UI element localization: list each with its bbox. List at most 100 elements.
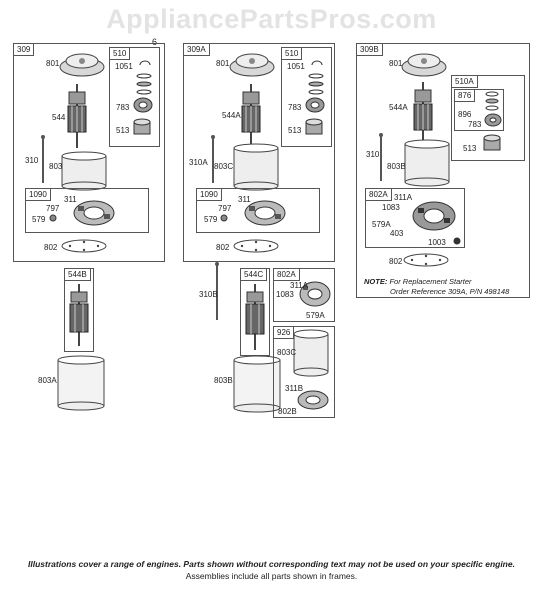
pinion-part — [305, 118, 323, 135]
part-label: 803 — [49, 162, 63, 171]
brush-plate-part — [412, 201, 456, 231]
frame-label: 309A — [184, 44, 210, 56]
gear-part — [484, 113, 502, 127]
pinion-part — [483, 134, 501, 151]
part-label: 579 — [32, 215, 46, 224]
part-label: 311B — [285, 384, 304, 393]
pinion-part — [133, 118, 151, 135]
frame-label: 926 — [274, 327, 295, 339]
housing-part — [61, 151, 107, 191]
part-label: 803C — [214, 162, 234, 171]
part-label: 513 — [288, 126, 302, 135]
part-label: 544 — [52, 113, 66, 122]
part-label: 310 — [25, 156, 39, 165]
part-label: 803B — [387, 162, 406, 171]
part-label: 803A — [38, 376, 57, 385]
frame-510a: 510A — [451, 75, 525, 161]
part-label: 1051 — [287, 62, 305, 71]
bolt-part — [379, 133, 383, 181]
part-label: 1051 — [115, 62, 133, 71]
frame-802a: 802A — [365, 188, 465, 248]
part-label: 801 — [46, 59, 60, 68]
part-label: 579A — [372, 220, 391, 229]
frame-label: 510A — [452, 76, 478, 88]
gasket-part — [233, 239, 279, 253]
end-cap-part — [59, 53, 105, 77]
brush-plate-part — [297, 390, 329, 410]
brush-plate-part — [244, 200, 286, 226]
housing-part — [233, 355, 281, 413]
frame-510: 510 — [109, 47, 160, 147]
frame-876: 876 — [454, 89, 504, 131]
frame-label: 510 — [110, 48, 131, 60]
frame-309b: 309B — [356, 43, 530, 298]
part-label: 896 — [458, 110, 472, 119]
frame-802a: 802A — [273, 268, 335, 322]
frame-309: 309 — [13, 43, 165, 262]
part-label: 797 — [218, 204, 232, 213]
bolt-part — [215, 262, 219, 320]
armature-part — [241, 84, 261, 148]
part-label: 783 — [116, 103, 130, 112]
note-line2: Order Reference 309A, P/N 498148 — [390, 287, 510, 296]
frame-1090: 1090 — [196, 188, 320, 233]
clip-part — [139, 60, 151, 66]
frame-309a: 309A — [183, 43, 335, 262]
frame-label: 802A — [274, 269, 300, 281]
frame-label: 510 — [282, 48, 303, 60]
armature-part — [413, 82, 433, 146]
frame-label: 544C — [241, 269, 268, 281]
gear-part — [305, 97, 325, 113]
part-label: 802 — [44, 243, 58, 252]
part-label: 783 — [288, 103, 302, 112]
frame-544c: 544C — [240, 268, 270, 356]
part-label: 544A — [222, 111, 241, 120]
frame-label: 544B — [65, 269, 91, 281]
part-label: 803C — [277, 348, 297, 357]
spring-part — [485, 91, 499, 111]
part-label: 783 — [468, 120, 482, 129]
frame-label: 309B — [357, 44, 383, 56]
end-cap-part — [401, 53, 447, 77]
housing-part — [293, 329, 329, 377]
gear-part — [133, 97, 153, 113]
note-prefix: NOTE: — [364, 277, 388, 286]
part-label: 403 — [390, 229, 404, 238]
spring-part — [136, 73, 152, 95]
part-label: 802B — [278, 407, 297, 416]
part-label: 513 — [463, 144, 477, 153]
frame-label: 876 — [455, 90, 476, 102]
part-label: 1083 — [382, 203, 400, 212]
part-label: 797 — [46, 204, 60, 213]
footer-assemblies-note: Assemblies include all parts shown in fr… — [185, 571, 358, 581]
screw-part — [220, 214, 228, 222]
housing-part — [57, 355, 105, 411]
end-cap-part — [229, 53, 275, 77]
part-label: 802 — [389, 257, 403, 266]
part-label: 310 — [366, 150, 380, 159]
frame-510: 510 — [281, 47, 332, 147]
part-label: 544A — [389, 103, 408, 112]
part-label: 803B — [214, 376, 233, 385]
frame-label: 309 — [14, 44, 35, 56]
top-mark: 6 — [152, 37, 158, 47]
part-label: 311 — [64, 195, 77, 204]
replacement-note: NOTE: For Replacement Starter Order Refe… — [364, 277, 509, 297]
part-label: 310A — [189, 158, 208, 167]
part-label: 1003 — [428, 238, 446, 247]
bolt-part — [211, 135, 215, 183]
part-label: 802 — [216, 243, 230, 252]
gasket-part — [403, 253, 449, 267]
part-label: 1083 — [276, 290, 294, 299]
frame-544b: 544B — [64, 268, 94, 352]
brush-plate-part — [299, 281, 331, 307]
housing-part — [404, 139, 450, 187]
bolt-part — [41, 135, 45, 183]
screw-part — [453, 237, 461, 245]
part-label: 801 — [216, 59, 230, 68]
frame-926: 926 — [273, 326, 335, 418]
armature-part — [69, 284, 89, 346]
housing-part — [233, 143, 279, 191]
footer-disclaimer: Illustrations cover a range of engines. … — [28, 559, 515, 569]
watermark-logo: AppliancePartsPros.com — [106, 4, 437, 34]
